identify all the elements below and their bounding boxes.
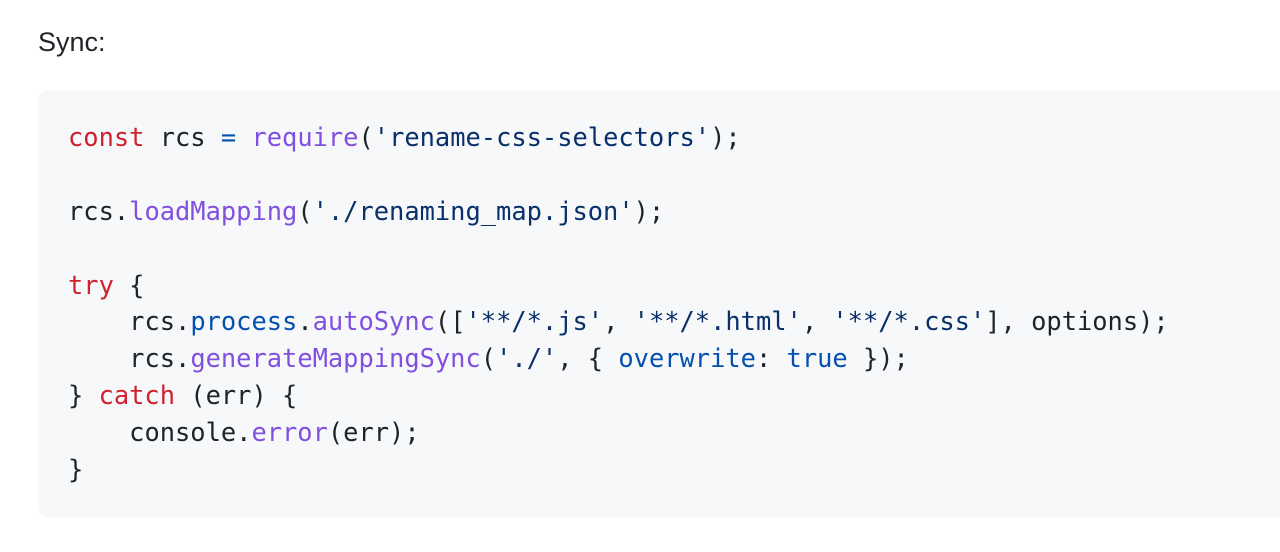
token-punct: : <box>755 343 787 374</box>
token-string: './renaming_map.json' <box>312 195 634 226</box>
code-content: const rcs = require('rename-css-selector… <box>68 119 1169 488</box>
token-object: rcs. <box>129 306 191 337</box>
token-punct: , <box>603 306 634 337</box>
token-property: overwrite <box>618 343 756 374</box>
code-line-3: rcs.loadMapping('./renaming_map.json'); <box>68 193 1169 230</box>
token-string: '**/*.css' <box>832 306 986 337</box>
token-punct: }); <box>847 343 909 374</box>
token-indent <box>68 343 129 373</box>
token-function: require <box>251 122 359 152</box>
token-keyword: try <box>68 269 114 300</box>
code-line-8: } catch (err) { <box>68 377 1169 414</box>
token-punct: ], options); <box>985 306 1169 337</box>
token-punct: ( <box>297 195 313 226</box>
token-indent <box>68 417 129 447</box>
code-line-5: try { <box>68 267 1169 304</box>
token-punct: } <box>68 454 84 485</box>
token-string: '**/*.js' <box>465 306 604 337</box>
token-text <box>236 122 251 152</box>
code-line-4 <box>68 230 1169 267</box>
token-punct: } <box>68 380 99 411</box>
token-keyword: const <box>68 122 145 152</box>
code-line-1: const rcs = require('rename-css-selector… <box>68 119 1169 156</box>
token-function: error <box>251 417 328 448</box>
code-line-9: console.error(err); <box>68 414 1169 451</box>
token-function: generateMappingSync <box>190 343 481 374</box>
code-line-6: rcs.process.autoSync(['**/*.js', '**/*.h… <box>68 303 1169 340</box>
token-punct: , <box>801 306 833 337</box>
token-punct: ); <box>710 122 741 152</box>
token-boolean: true <box>786 343 848 374</box>
token-text: rcs <box>144 122 221 152</box>
code-line-7: rcs.generateMappingSync('./', { overwrit… <box>68 340 1169 377</box>
token-punct: (err); <box>327 417 420 448</box>
token-punct: ( <box>358 122 374 152</box>
token-object: rcs. <box>129 343 191 374</box>
token-text: (err) { <box>175 380 298 411</box>
token-punct: ([ <box>434 306 466 337</box>
token-string: 'rename-css-selectors' <box>373 122 711 152</box>
code-line-10: } <box>68 451 1169 488</box>
token-punct: ( <box>480 343 497 374</box>
token-string: '**/*.html' <box>633 306 802 337</box>
token-function: autoSync <box>312 306 435 337</box>
token-object: rcs. <box>68 195 130 226</box>
token-punct: ); <box>633 195 665 226</box>
token-property: process <box>190 306 298 337</box>
token-punct: . <box>297 306 313 337</box>
token-function: loadMapping <box>129 195 298 226</box>
token-punct: , { <box>557 343 619 374</box>
token-operator: = <box>220 122 237 152</box>
token-indent <box>68 306 129 336</box>
section-heading: Sync: <box>38 27 106 57</box>
token-keyword: catch <box>98 380 176 411</box>
code-block: const rcs = require('rename-css-selector… <box>38 90 1280 517</box>
token-string: './' <box>496 343 558 374</box>
token-object: console. <box>129 417 252 448</box>
code-line-2 <box>68 156 1169 193</box>
token-punct: { <box>113 269 145 300</box>
